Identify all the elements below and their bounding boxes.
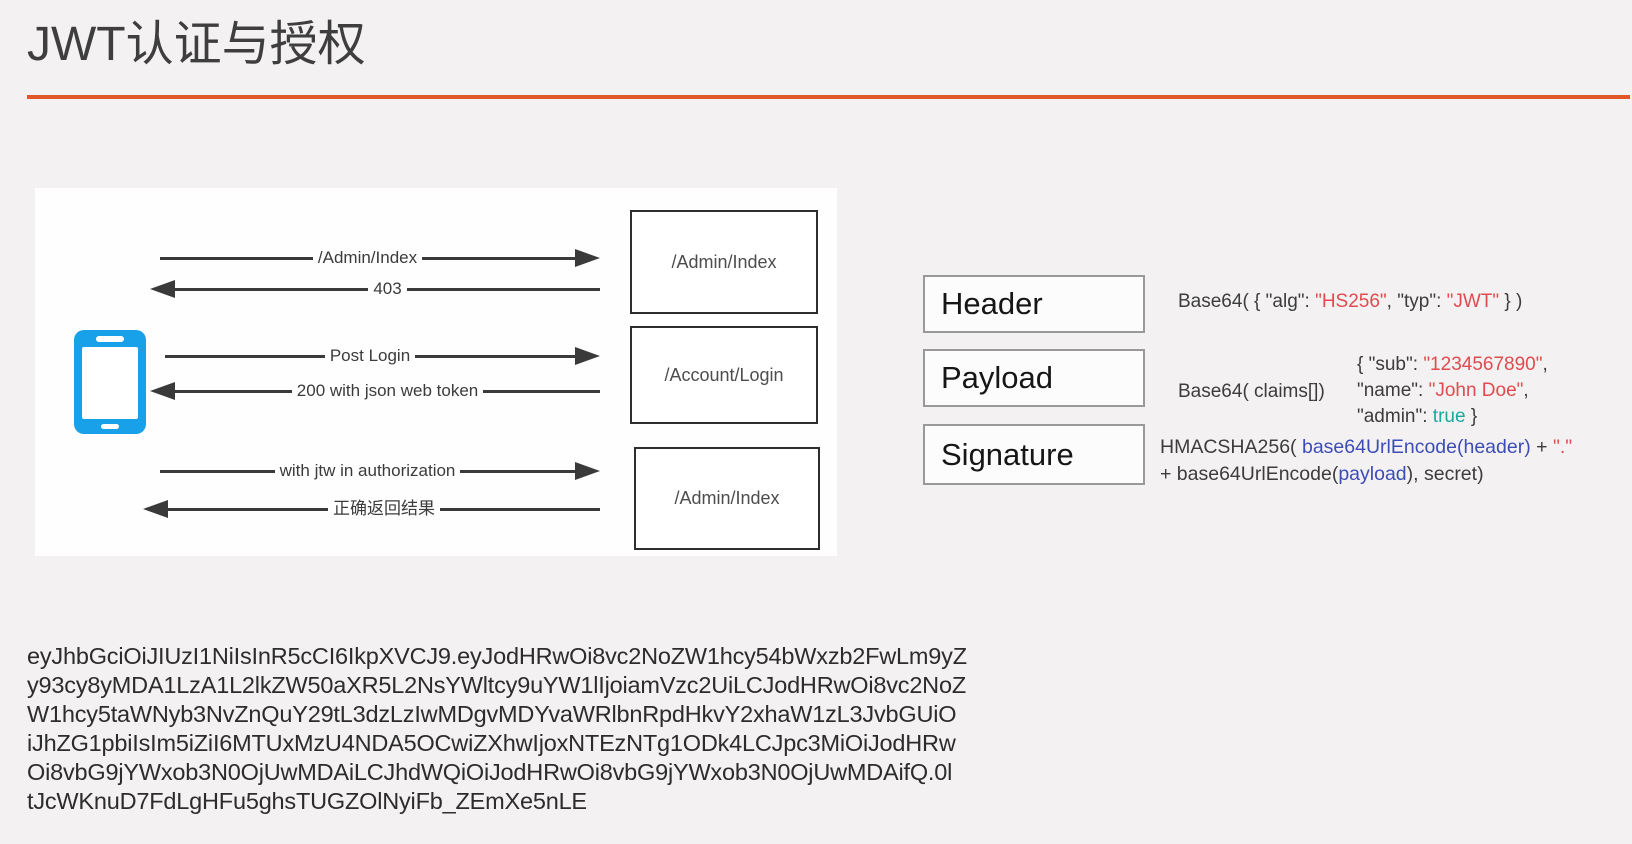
endpoint-box-admin-index-1: /Admin/Index — [630, 210, 818, 314]
phone-icon — [74, 330, 146, 434]
arrow-left-icon — [143, 500, 168, 518]
arrow-right-icon — [575, 462, 601, 480]
message-label: with jtw in authorization — [279, 461, 456, 480]
formula-line: + base64UrlEncode(payload), secret) — [1160, 461, 1572, 488]
message-arrow-403: 403 — [150, 278, 600, 300]
message-label: /Admin/Index — [317, 248, 418, 267]
token-line: eyJhbGciOiJIUzI1NiIsInR5cCI6IkpXVCJ9.eyJ… — [27, 643, 967, 669]
code-text: + base64UrlEncode( — [1160, 463, 1339, 485]
code-boolean: true — [1432, 406, 1466, 427]
arrow-line — [483, 389, 601, 393]
code-text: + — [1530, 436, 1553, 458]
payload-claims-json: { "sub": "1234567890", "name": "John Doe… — [1357, 352, 1548, 430]
arrow-left-icon — [150, 280, 175, 298]
arrow-line — [460, 469, 576, 473]
jwt-part-label: Header — [941, 286, 1043, 321]
arrow-right-icon — [575, 249, 601, 267]
json-line: "name": "John Doe", — [1357, 378, 1548, 404]
message-label: 正确返回结果 — [333, 499, 435, 518]
arrow-line — [160, 469, 275, 473]
token-line: tJcWKnuD7FdLgHFu5ghsTUGZOlNyiFb_ZEmXe5nL… — [27, 788, 587, 814]
code-text: } — [1465, 406, 1478, 427]
formula-line: HMACSHA256( base64UrlEncode(header) + ".… — [1160, 434, 1572, 461]
message-label: Post Login — [329, 346, 411, 365]
jwt-part-label: Payload — [941, 360, 1054, 395]
code-text: , "typ": — [1386, 291, 1447, 312]
payload-encoding-note: Base64( claims[]) — [1178, 381, 1325, 402]
endpoint-label: /Admin/Index — [671, 251, 777, 272]
message-arrow-admin-index: /Admin/Index — [160, 247, 601, 269]
token-line: iJhZG1pbiIsIm5iZiI6MTUxMzU4NDA5OCwiZXhwI… — [27, 730, 956, 756]
title-underline — [27, 95, 1630, 99]
arrow-line — [175, 287, 369, 291]
endpoint-box-admin-index-2: /Admin/Index — [634, 447, 820, 550]
arrow-left-icon — [150, 382, 175, 400]
code-string: "John Doe" — [1428, 380, 1524, 401]
arrow-line — [415, 354, 575, 358]
jwt-part-header-box: Header — [923, 275, 1145, 333]
code-text: HMACSHA256( — [1160, 436, 1302, 458]
arrow-line — [440, 507, 600, 511]
token-line: Oi8vbG9jYWxob3N0OjUwMDAiLCJhdWQiOiJodHRw… — [27, 759, 953, 785]
code-text: , — [1542, 354, 1548, 375]
code-text: , — [1523, 380, 1529, 401]
jwt-part-payload-box: Payload — [923, 349, 1145, 407]
code-text: "name": — [1357, 380, 1429, 401]
code-string: "JWT" — [1446, 291, 1500, 312]
code-function: payload — [1338, 463, 1407, 485]
auth-flow-diagram: /Admin/Index 403 Post Login 200 with jso… — [35, 188, 837, 556]
phone-screen — [82, 347, 138, 419]
phone-speaker — [96, 336, 124, 342]
arrow-line — [406, 287, 600, 291]
message-arrow-result: 正确返回结果 — [143, 498, 600, 520]
header-encoding-note: Base64( { "alg": "HS256", "typ": "JWT" }… — [1178, 291, 1522, 313]
endpoint-label: /Admin/Index — [674, 488, 780, 508]
arrow-line — [168, 507, 328, 511]
endpoint-box-account-login: /Account/Login — [630, 326, 818, 424]
jwt-part-signature-box: Signature — [923, 424, 1145, 485]
arrow-line — [165, 354, 325, 358]
code-text: ), secret) — [1406, 463, 1484, 485]
code-function: base64UrlEncode(header) — [1301, 436, 1531, 458]
token-line: W1hcy5taWNyb3NvZnQuY29tL3dzLzIwMDgvMDYva… — [27, 701, 957, 727]
message-label: 403 — [373, 279, 402, 298]
message-arrow-post-login: Post Login — [165, 345, 600, 367]
phone-homebar — [101, 424, 119, 429]
code-text: } ) — [1499, 291, 1523, 312]
code-string: "HS256" — [1315, 291, 1387, 312]
arrow-line — [160, 256, 313, 260]
jwt-token-text: eyJhbGciOiJIUzI1NiIsInR5cCI6IkpXVCJ9.eyJ… — [27, 642, 967, 816]
message-label: 200 with json web token — [296, 381, 479, 400]
code-string: "1234567890" — [1423, 354, 1543, 375]
message-arrow-200-token: 200 with json web token — [150, 380, 601, 402]
arrow-line — [422, 256, 576, 260]
code-text: Base64( { "alg": — [1178, 291, 1316, 312]
page-title: JWT认证与授权 — [27, 18, 366, 71]
code-text: { "sub": — [1357, 354, 1424, 375]
code-text: "admin": — [1357, 406, 1433, 427]
endpoint-label: /Account/Login — [664, 364, 784, 385]
signature-formula: HMACSHA256( base64UrlEncode(header) + ".… — [1160, 434, 1572, 488]
json-line: "admin": true } — [1357, 404, 1548, 430]
message-arrow-jwt-auth: with jtw in authorization — [160, 460, 601, 482]
code-string: "." — [1552, 436, 1573, 458]
json-line: { "sub": "1234567890", — [1357, 352, 1548, 378]
arrow-right-icon — [575, 347, 600, 365]
jwt-part-label: Signature — [941, 436, 1074, 472]
token-line: y93cy8yMDA1LzA1L2lkZW50aXR5L2NsYWltcy9uY… — [27, 672, 966, 698]
arrow-line — [175, 389, 292, 393]
